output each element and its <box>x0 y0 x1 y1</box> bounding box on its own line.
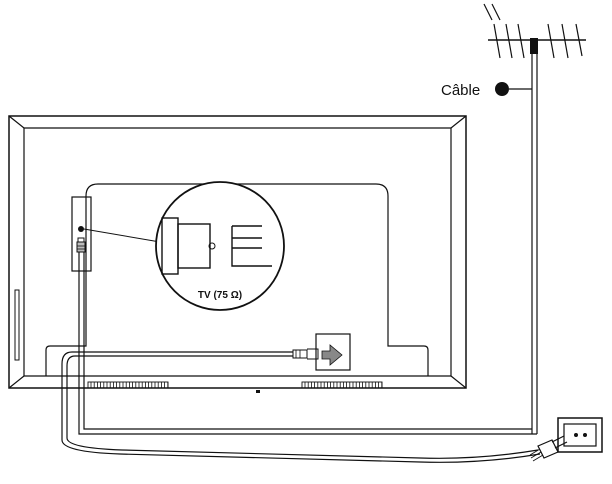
arrow-right-icon <box>321 344 343 366</box>
antenna-jack-panel <box>71 196 92 272</box>
cable-label: Câble <box>441 82 480 99</box>
magnifier-leader <box>83 228 161 243</box>
magnified-port-view <box>155 181 285 311</box>
vent-grille-left <box>87 381 169 389</box>
power-cord-connector <box>292 348 319 360</box>
power-cable <box>61 351 541 463</box>
bottom-nub <box>256 390 260 393</box>
power-outlet-icon <box>557 417 603 453</box>
tv-port-label: TV (75 Ω) <box>198 290 242 301</box>
antenna-icon <box>483 3 586 434</box>
vent-grille-right <box>301 381 383 389</box>
antenna-cable <box>78 252 537 435</box>
cable-dot <box>495 82 509 96</box>
power-plug-icon <box>529 435 568 462</box>
